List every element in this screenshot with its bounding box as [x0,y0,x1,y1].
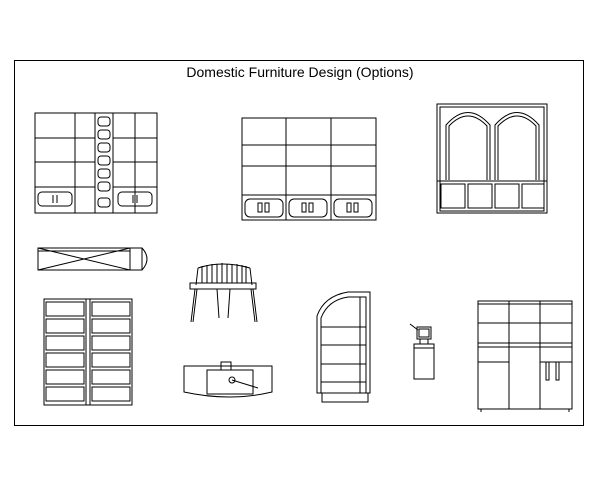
drawing-title: Domestic Furniture Design (Options) [186,64,414,80]
chair-elevation [189,263,258,323]
low-bench-plan [37,247,148,271]
tall-storage-unit [477,300,573,412]
three-bay-cabinet [241,117,377,221]
lamp-appliance [409,323,435,380]
rounded-shelf-unit [316,291,371,403]
arched-display-cabinet [436,103,548,214]
chest-of-drawers [43,298,133,406]
wardrobe-with-drawers [34,112,158,214]
vanity-sink [183,361,273,398]
drawing-frame [14,60,584,426]
